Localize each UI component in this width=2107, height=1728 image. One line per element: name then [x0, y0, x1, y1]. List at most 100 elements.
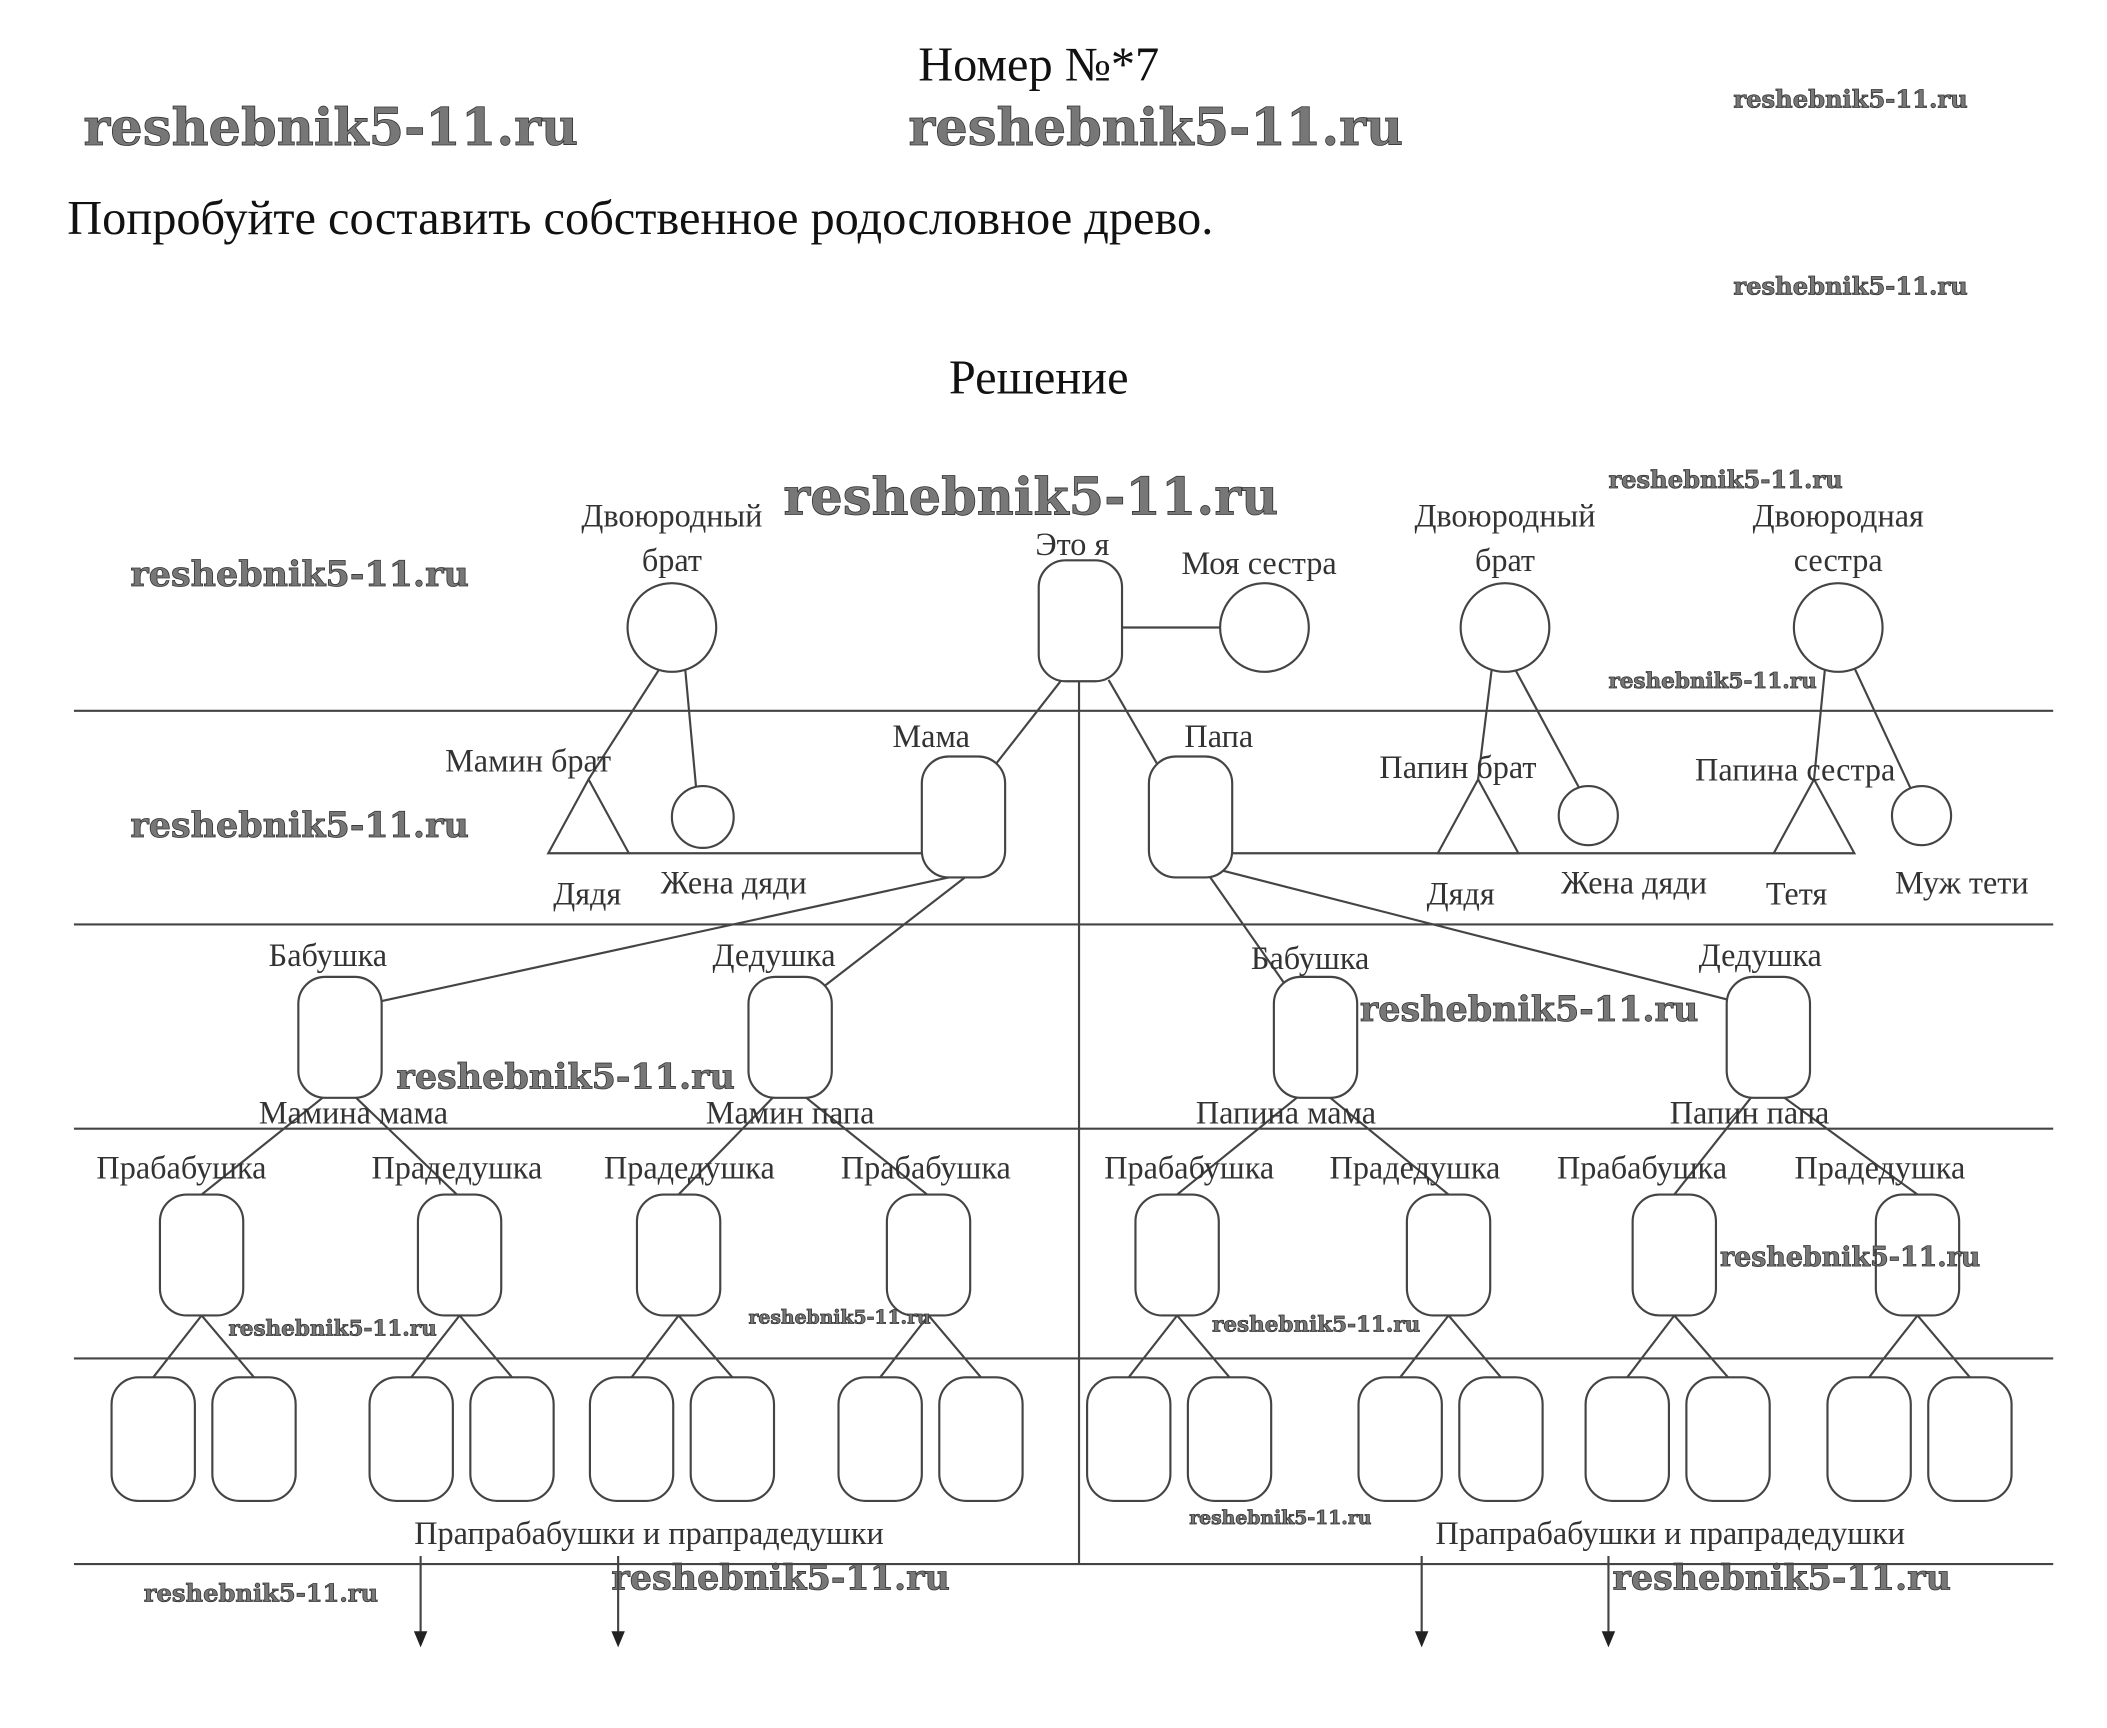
arrow-down-icon — [413, 1556, 428, 1648]
great-grandparent-label: Прабабушка — [841, 1149, 1011, 1185]
cousin-label: Двоюродный — [1414, 498, 1595, 534]
generation-self: Двоюродный брат Это я Моя сестра Двоюрод… — [581, 498, 1924, 683]
great-great-grandparent-node[interactable] — [689, 1376, 776, 1502]
cousin-label: брат — [642, 542, 702, 578]
aunt-husband-label: Муж тети — [1895, 865, 2029, 901]
uncle-wife-node[interactable] — [670, 784, 735, 849]
connector — [927, 1314, 982, 1378]
great-grandparent-label: Прадедушка — [371, 1149, 542, 1185]
gen4-label: Прапрабабушки и прапрадедушки — [414, 1515, 884, 1551]
watermark: reshebnik5-11.ru — [1212, 1313, 1420, 1338]
grandparent-node[interactable] — [1272, 975, 1359, 1099]
great-great-grandparent-node[interactable] — [837, 1376, 923, 1502]
great-grandparent-node[interactable] — [158, 1193, 245, 1317]
aunt-husband-node[interactable] — [1890, 784, 1953, 847]
connector — [458, 1314, 513, 1378]
connector — [1626, 1314, 1676, 1378]
mom-node[interactable] — [920, 755, 1007, 879]
me-node[interactable] — [1037, 559, 1124, 683]
great-great-grandparent-node[interactable] — [1685, 1376, 1771, 1502]
watermark: reshebnik5-11.ru — [228, 1317, 436, 1342]
grandparent-node[interactable] — [1725, 975, 1812, 1099]
watermark: reshebnik5-11.ru — [908, 98, 1403, 158]
grandparent-sub: Папин папа — [1670, 1094, 1830, 1130]
great-grandparent-label: Прадедушка — [1330, 1149, 1501, 1185]
great-grandparent-node[interactable] — [885, 1193, 972, 1317]
arrow-down-icon — [1414, 1556, 1429, 1648]
grandparent-node[interactable] — [747, 975, 833, 1099]
cousin-node[interactable] — [1459, 582, 1551, 673]
connector — [677, 1314, 734, 1378]
great-great-grandparent-node[interactable] — [110, 1376, 196, 1502]
great-grandparent-node[interactable] — [1134, 1193, 1220, 1317]
great-great-grandparent-node[interactable] — [1458, 1376, 1544, 1502]
connector — [1127, 1314, 1178, 1378]
great-great-grandparent-node[interactable] — [1357, 1376, 1443, 1502]
gen4-label: Прапрабабушки и прапрадедушки — [1436, 1515, 1906, 1551]
great-great-grandparent-node[interactable] — [1186, 1376, 1273, 1502]
connector — [1447, 1314, 1502, 1378]
watermark: reshebnik5-11.ru — [144, 1579, 378, 1608]
page-title: Номер №*7 — [918, 39, 1159, 92]
cousin-node[interactable] — [626, 582, 718, 673]
great-great-grandparent-node[interactable] — [938, 1376, 1024, 1502]
great-great-grandparent-node[interactable] — [469, 1376, 555, 1502]
connector — [1916, 1314, 1971, 1378]
generation-great-grandparents: Прабабушка Прадедушка Прадедушка Прабабушка… — [96, 1149, 1965, 1317]
connector — [1399, 1314, 1450, 1378]
watermark: reshebnik5-11.ru — [83, 98, 578, 158]
arrow-down-icon — [1601, 1556, 1616, 1648]
grandparent-label: Бабушка — [1251, 940, 1369, 976]
great-grandparent-node[interactable] — [1405, 1193, 1492, 1317]
grandparent-label: Бабушка — [269, 937, 387, 973]
watermark: reshebnik5-11.ru — [1733, 271, 1967, 300]
watermark: reshebnik5-11.ru — [1733, 84, 1967, 113]
sister-node[interactable] — [1219, 582, 1310, 673]
great-grandparent-label: Прабабушка — [1557, 1149, 1727, 1185]
great-great-grandparent-node[interactable] — [211, 1376, 297, 1502]
great-great-grandparent-node[interactable] — [588, 1376, 675, 1502]
uncle-wife-node[interactable] — [1557, 784, 1619, 847]
watermark: reshebnik5-11.ru — [130, 554, 469, 595]
mom-label: Мама — [892, 718, 969, 754]
great-great-grandparent-node[interactable] — [1826, 1376, 1912, 1502]
uncle-wife-label: Жена дяди — [661, 865, 807, 901]
cousin-sister-label: сестра — [1794, 542, 1883, 578]
solution-heading: Решение — [949, 352, 1129, 405]
great-grandparent-label: Прабабушка — [1104, 1149, 1274, 1185]
uncle-triangle[interactable] — [546, 777, 631, 855]
great-grandparent-label: Прадедушка — [1794, 1149, 1965, 1185]
connector — [152, 1314, 203, 1378]
continuation-arrows — [413, 1556, 1616, 1648]
watermark: reshebnik5-11.ru — [1360, 989, 1699, 1030]
connector — [1868, 1314, 1919, 1378]
uncle-label: Дядя — [553, 875, 621, 911]
grandparent-node[interactable] — [297, 975, 383, 1099]
cousin-label: брат — [1475, 542, 1535, 578]
dad-label: Папа — [1184, 718, 1253, 754]
connectors — [200, 626, 1919, 1196]
uncle-label: Дядя — [1427, 875, 1495, 911]
connector — [879, 1314, 930, 1378]
aunt-label: Тетя — [1766, 875, 1827, 911]
generation-grandparents: Бабушка Мамина мама Дедушка Мамин папа Б… — [259, 937, 1830, 1130]
great-great-grandparent-node[interactable] — [1927, 1376, 2013, 1502]
grandparent-sub: Мамин папа — [706, 1094, 875, 1130]
great-great-grandparent-node[interactable] — [1086, 1376, 1172, 1502]
watermark: reshebnik5-11.ru — [1608, 669, 1816, 694]
uncle-triangle[interactable] — [1435, 777, 1521, 855]
great-grandparent-node[interactable] — [635, 1193, 722, 1317]
great-grandparent-node[interactable] — [416, 1193, 503, 1317]
great-great-grandparent-node[interactable] — [368, 1376, 454, 1502]
arrow-down-icon — [611, 1556, 625, 1648]
connector — [630, 1314, 680, 1378]
great-grandparent-node[interactable] — [1874, 1193, 1961, 1317]
dad-node[interactable] — [1147, 755, 1234, 879]
great-great-grandparent-node[interactable] — [1584, 1376, 1670, 1502]
aunt-triangle[interactable] — [1771, 777, 1857, 855]
grandparent-sub: Папина мама — [1196, 1094, 1376, 1130]
cousin-sister-node[interactable] — [1792, 582, 1884, 673]
great-grandparent-node[interactable] — [1631, 1193, 1718, 1317]
uncle-wife-label: Жена дяди — [1561, 865, 1707, 901]
